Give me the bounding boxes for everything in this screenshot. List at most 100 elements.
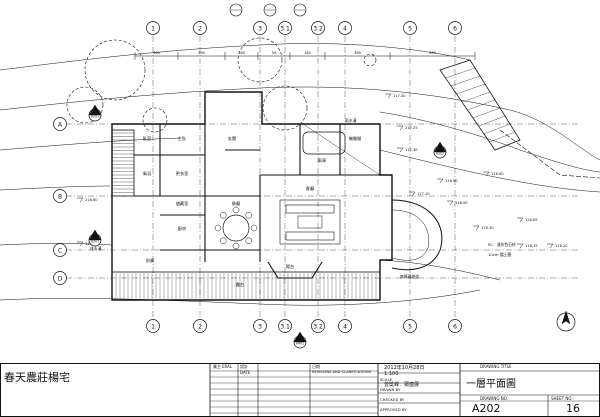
room-label: 衛浴 [143, 170, 152, 177]
spot-elevation: 117.25 [405, 126, 418, 130]
stair-tread [467, 99, 496, 111]
elevation-marker [437, 178, 444, 184]
sofa [285, 231, 335, 241]
date-value: 2012年10月28日 [384, 365, 425, 371]
elevation-marker [517, 217, 524, 223]
spot-elevation: 116.60 [85, 198, 98, 202]
grid-row-label: A [58, 122, 63, 129]
dining-chair [232, 242, 240, 250]
stair-tread [489, 131, 516, 143]
room-label: 機電間 [349, 135, 362, 142]
designer-label: 設計 [240, 364, 248, 369]
grid-column-label: 5 [408, 324, 412, 331]
section-marker-arrow [88, 104, 102, 116]
elevation-marker [473, 225, 480, 231]
section-marker-label: A301 [91, 240, 99, 244]
spot-elevation: 117.30 [393, 94, 406, 98]
grid-bubble [278, 21, 292, 35]
north-arrow-pointer [561, 310, 571, 325]
sheet-no-label: SHEET NO. [551, 396, 573, 401]
project-title: 春天農莊楊宅 [4, 371, 70, 384]
dining-chair [220, 212, 227, 219]
grid-bubble [338, 21, 352, 35]
grid-bubble [53, 243, 67, 257]
elevation-marker [77, 197, 84, 203]
approved-label: APPROVED BY [380, 407, 407, 412]
grid-bubble [146, 319, 160, 333]
dimension-value: 360 [198, 51, 206, 55]
elevation-marker [483, 171, 490, 177]
grid-bubble [403, 21, 417, 35]
section-marker-label: A302 [436, 152, 444, 156]
dining-chair [220, 237, 227, 244]
room-label: 餐廳 [232, 200, 241, 207]
grid-column-label: 4 [343, 324, 347, 331]
tree-symbol [84, 39, 146, 101]
annotation-note: 排水溝 [90, 246, 102, 251]
grid-row-label: B [58, 194, 62, 201]
section-marker-arrow [293, 331, 307, 343]
dimension-value: 360 [153, 51, 161, 55]
stair-tread [461, 91, 491, 103]
spot-elevation: 117.10 [417, 192, 430, 196]
garage-diagonal [302, 123, 381, 176]
room-label: 更衣室 [176, 170, 189, 177]
room-label: 客廳 [306, 185, 315, 192]
spot-elevation: 116.90 [445, 179, 458, 183]
date-col-label: DATE [240, 370, 251, 375]
elevation-marker [409, 191, 416, 197]
spot-elevation: 116.30 [481, 226, 494, 230]
dining-chair [214, 224, 222, 232]
stair-block [111, 129, 135, 197]
room-label: 儲藏室 [176, 200, 189, 207]
grid-column-label: 2 [198, 324, 202, 331]
grid-bubble [448, 319, 462, 333]
dining-chair [245, 237, 252, 244]
dimension-value: 360 [354, 51, 362, 55]
curved-deck [391, 199, 443, 271]
terrain-contour [0, 289, 481, 306]
elevation-marker [517, 243, 524, 249]
terrain-contour [0, 137, 181, 151]
grid-bubble [278, 319, 292, 333]
stair-tread [483, 123, 511, 135]
tree-symbol [66, 86, 104, 124]
grid-bubble [193, 319, 207, 333]
grid-bubble [448, 21, 462, 35]
grid-bubble [53, 189, 67, 203]
grid-bubble [253, 319, 267, 333]
owner-label: 業主 [213, 364, 221, 369]
grid-bubble [253, 21, 267, 35]
room-label: 車庫 [318, 157, 326, 164]
dining-chair [232, 206, 240, 214]
grid-bubble [403, 319, 417, 333]
sheet-no: 16 [566, 402, 580, 415]
grid-column-label: 1 [151, 26, 155, 33]
room-label: 臥室 [143, 135, 151, 142]
room-label: 廚房 [178, 225, 186, 232]
section-marker-arrow [433, 141, 447, 153]
drawing-no-label: DRAWING NO. [480, 396, 508, 401]
grid-bubble [146, 21, 160, 35]
stair-tread [478, 115, 506, 127]
drawing-title: 一層平面圖 [466, 379, 516, 390]
drawing-no: A202 [472, 402, 501, 415]
grid-row-label: D [58, 276, 63, 283]
annotation-note: 無障礙坡道 [400, 274, 419, 279]
dimension-value: 180 [304, 51, 312, 55]
coffee-table [297, 215, 323, 229]
terrace-outline [111, 271, 381, 301]
grid-column-label: 2 [198, 26, 202, 33]
scale-value: 1:100 [384, 371, 399, 377]
spot-elevation: 116.85 [525, 218, 538, 222]
room-label: 露台 [236, 281, 244, 288]
room-label: 陽台 [286, 263, 294, 270]
grid-column-label: 3.2 [313, 324, 323, 331]
title-block-frame [0, 363, 600, 417]
terrain-contour [0, 86, 600, 161]
elevation-marker [397, 147, 404, 153]
grid-bubble [311, 319, 325, 333]
terrain-contour [0, 43, 471, 71]
grid-column-label: 3.1 [280, 26, 290, 33]
